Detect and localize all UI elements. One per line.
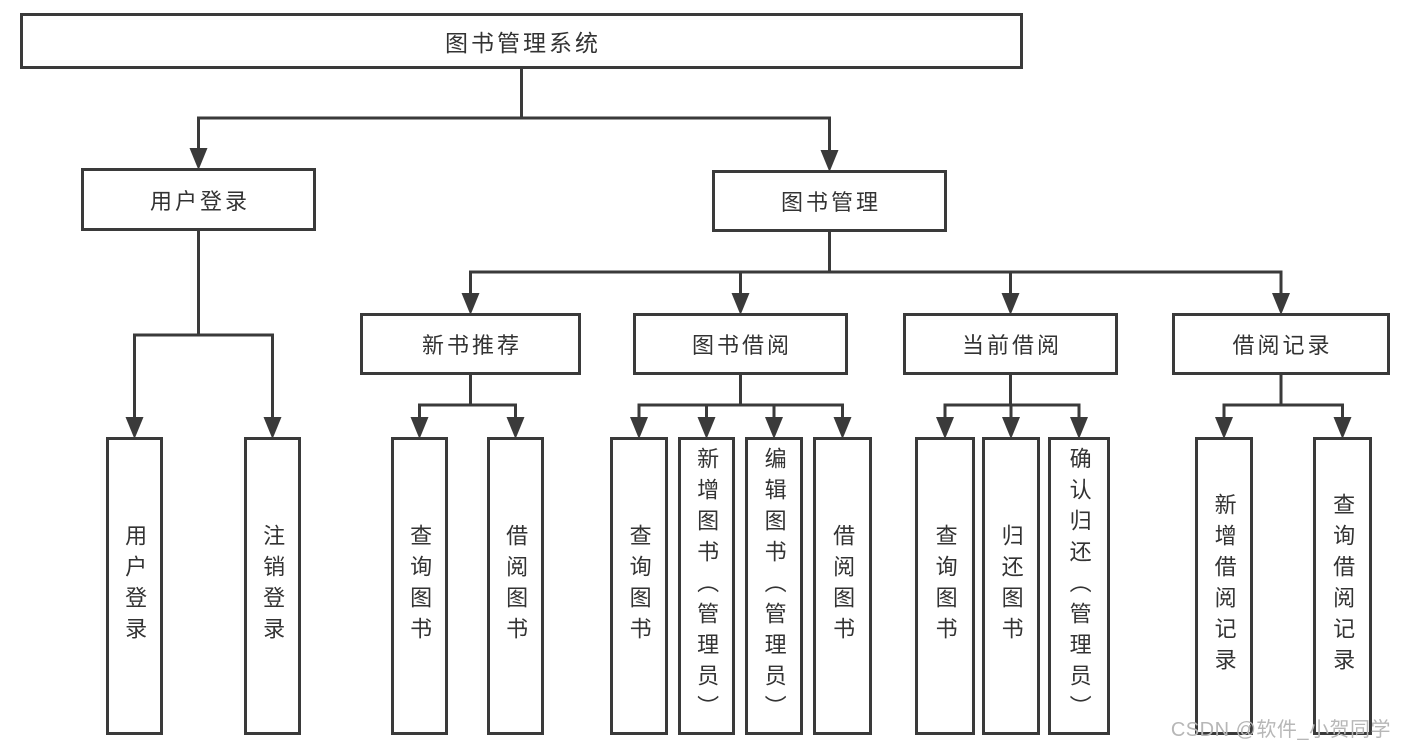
arrowhead-down-icon [1272, 293, 1290, 315]
watermark: CSDN @软件_小贺同学 [1170, 719, 1391, 741]
node-label: 归还图书 [998, 524, 1024, 648]
arrowhead-down-icon [1215, 417, 1233, 439]
arrowhead-down-icon [936, 417, 954, 439]
node-borrow-records: 借阅记录 [1172, 313, 1390, 375]
node-label: 查询图书 [626, 524, 652, 648]
node-br-query: 查询借阅记录 [1313, 437, 1372, 735]
node-bb-query: 查询图书 [610, 437, 668, 735]
node-label: 图书借阅 [691, 333, 792, 358]
arrowhead-down-icon [1002, 417, 1020, 439]
node-label: 借阅图书 [503, 524, 529, 648]
node-rec-borrow: 借阅图书 [487, 437, 544, 735]
node-label: 新增图书（管理员） [694, 446, 720, 726]
arrowhead-down-icon [765, 417, 783, 439]
node-book-borrow: 图书借阅 [633, 313, 848, 375]
node-cb-query: 查询图书 [915, 437, 975, 735]
node-label: 借阅记录 [1232, 333, 1333, 358]
arrowhead-down-icon [1070, 417, 1088, 439]
arrowhead-down-icon [125, 417, 144, 439]
node-cb-confirm: 确认归还（管理员） [1048, 437, 1110, 735]
arrowhead-down-icon [820, 150, 839, 172]
node-br-add: 新增借阅记录 [1195, 437, 1253, 735]
node-label: 用户登录 [149, 188, 250, 214]
node-new-book-rec: 新书推荐 [360, 313, 581, 375]
node-label: 借阅图书 [830, 524, 856, 648]
node-label: 注销登录 [260, 524, 286, 648]
node-current-borrow: 当前借阅 [903, 313, 1118, 375]
node-label: 图书管理系统 [445, 30, 601, 56]
node-user-login: 用户登录 [81, 168, 316, 231]
node-bb-add: 新增图书（管理员） [678, 437, 735, 735]
node-label: 新增借阅记录 [1211, 493, 1237, 679]
node-cb-return: 归还图书 [982, 437, 1040, 735]
arrowhead-down-icon [461, 293, 480, 315]
arrowhead-down-icon [189, 148, 208, 170]
arrowhead-down-icon [410, 417, 429, 439]
arrowhead-down-icon [697, 417, 716, 439]
node-label: 用户登录 [122, 524, 148, 648]
arrowhead-down-icon [506, 417, 525, 439]
arrowhead-down-icon [833, 417, 852, 439]
node-label: 确认归还（管理员） [1066, 446, 1092, 726]
node-label: 查询图书 [407, 524, 433, 648]
node-label: 查询借阅记录 [1330, 493, 1356, 679]
node-label: 新书推荐 [421, 333, 522, 358]
node-rec-query: 查询图书 [391, 437, 448, 735]
node-book-mgmt: 图书管理 [712, 170, 947, 232]
node-login: 用户登录 [106, 437, 163, 735]
node-label: 编辑图书（管理员） [761, 446, 787, 726]
node-label: 图书管理 [780, 190, 881, 215]
arrowhead-down-icon [1333, 417, 1352, 439]
node-label: 查询图书 [932, 524, 958, 648]
arrowhead-down-icon [1001, 293, 1020, 315]
node-bb-borrow: 借阅图书 [813, 437, 872, 735]
node-label: 当前借阅 [961, 333, 1062, 358]
node-logout: 注销登录 [244, 437, 301, 735]
arrowhead-down-icon [630, 417, 648, 439]
node-bb-edit: 编辑图书（管理员） [745, 437, 803, 735]
arrowhead-down-icon [263, 417, 282, 439]
arrowhead-down-icon [731, 293, 750, 315]
node-root: 图书管理系统 [20, 13, 1023, 69]
